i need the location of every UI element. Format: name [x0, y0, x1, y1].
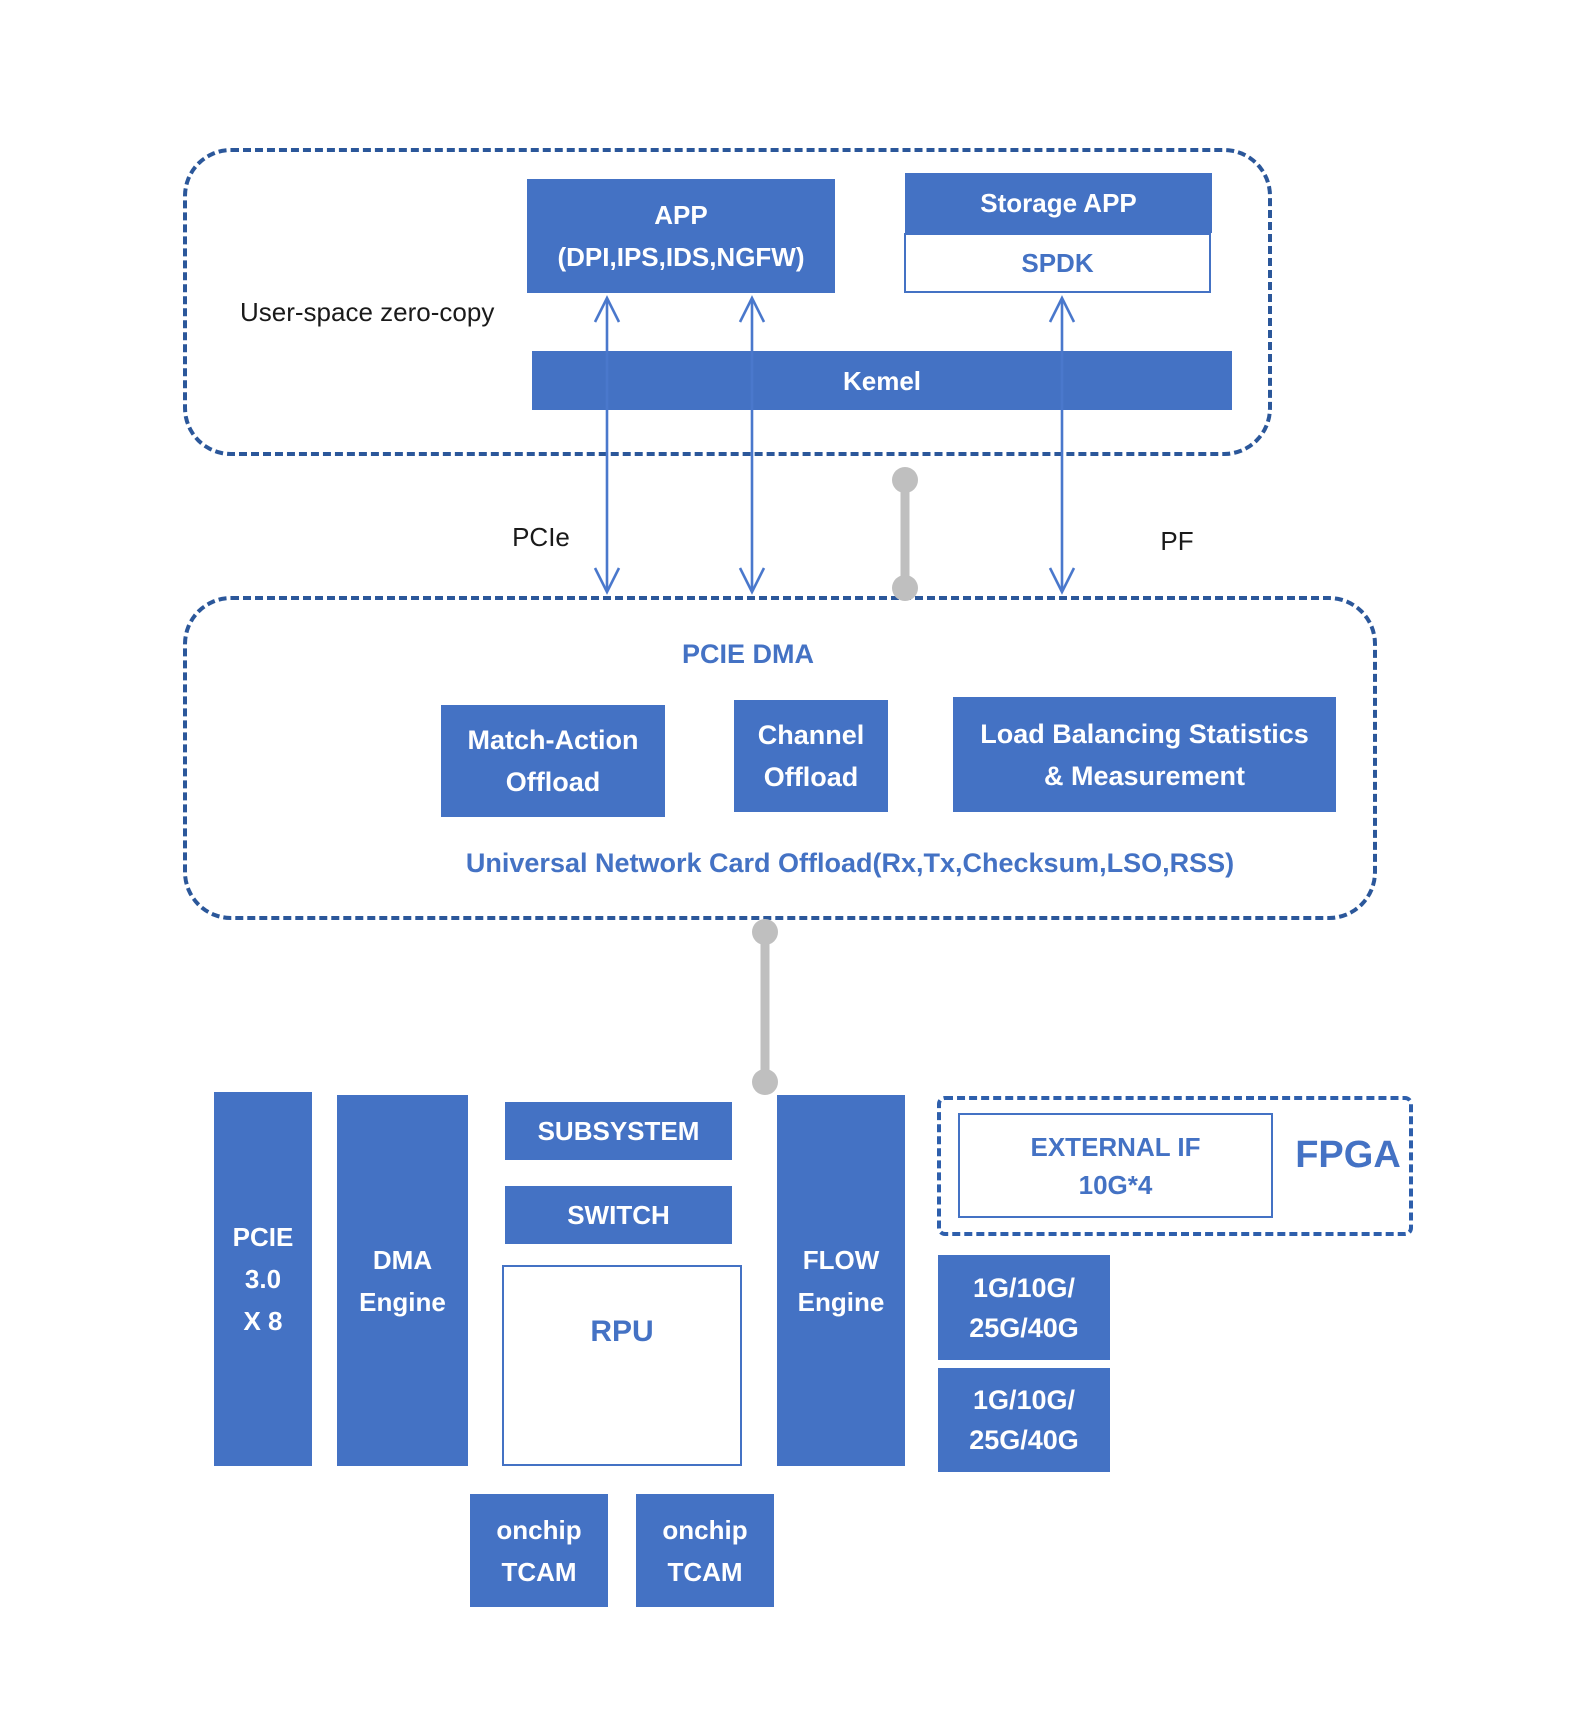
channel-offload-node: Channel Offload: [734, 700, 888, 812]
flow-engine-line1: FLOW: [802, 1244, 880, 1275]
app-node-line2: (DPI,IPS,IDS,NGFW): [557, 242, 805, 272]
universal-offload-caption: Universal Network Card Offload(Rx,Tx,Che…: [465, 848, 1235, 878]
spdk-label: SPDK: [1021, 248, 1094, 278]
pf-label: PF: [1160, 526, 1194, 556]
arrow-up-head-3: [1048, 295, 1076, 323]
dma-engine-line2: Engine: [359, 1286, 446, 1317]
pcie-3-0-x8-line2: 3.0: [244, 1264, 282, 1294]
arrow-down-head-3: [1048, 567, 1076, 595]
pcie-3-0-x8-node: PCIE 3.0 X 8: [214, 1092, 312, 1466]
channel-offload-line2: Offload: [763, 762, 859, 792]
load-balancing-node: Load Balancing Statistics & Measurement: [953, 697, 1336, 812]
flow-engine-node: FLOW Engine: [777, 1095, 905, 1466]
tcam2-line1: onchip: [662, 1514, 748, 1545]
fpga-container: [937, 1096, 1413, 1236]
gray-connector-1-bottom-dot: [892, 575, 918, 601]
port-node-2: 1G/10G/ 25G/40G: [938, 1368, 1110, 1472]
port2-line1: 1G/10G/: [972, 1385, 1076, 1415]
spdk-node: SPDK: [904, 233, 1211, 293]
arrow-up-head-2: [738, 295, 766, 323]
subsystem-label: SUBSYSTEM: [537, 1116, 700, 1146]
tcam1-line2: TCAM: [501, 1556, 577, 1587]
pcie-3-0-x8-line1: PCIE: [232, 1222, 294, 1252]
port1-line1: 1G/10G/: [972, 1272, 1076, 1303]
pcie-dma-container: [183, 596, 1377, 920]
kernel-label: Kemel: [842, 365, 922, 396]
switch-label: SWITCH: [567, 1200, 670, 1230]
rpu-node: RPU: [502, 1265, 742, 1466]
arrow-up-head-1: [593, 295, 621, 323]
tcam1-line1: onchip: [496, 1514, 582, 1545]
dma-engine-line1: DMA: [372, 1244, 433, 1275]
port2-line2: 25G/40G: [969, 1425, 1079, 1455]
user-space-label: User-space zero-copy: [240, 297, 495, 327]
pcie-bus-label: PCIe: [512, 522, 570, 552]
storage-app-node: Storage APP: [905, 173, 1212, 233]
pcie-3-0-x8-line3: X 8: [243, 1306, 283, 1336]
user-space-container: [183, 148, 1272, 456]
switch-node: SWITCH: [505, 1186, 732, 1244]
match-action-line2: Offload: [505, 767, 601, 797]
gray-connector-2-top-dot: [752, 919, 778, 945]
channel-offload-line1: Channel: [757, 720, 865, 750]
tcam2-line2: TCAM: [667, 1556, 743, 1587]
arrow-down-head-2: [738, 567, 766, 595]
fpga-label: FPGA: [1295, 1134, 1401, 1176]
external-if-line2: 10G*4: [1078, 1169, 1153, 1200]
subsystem-node: SUBSYSTEM: [505, 1102, 732, 1160]
pcie-dma-title: PCIE DMA: [681, 639, 814, 669]
gray-connectors: [752, 467, 918, 1095]
port-node-1: 1G/10G/ 25G/40G: [938, 1255, 1110, 1360]
gray-connector-1-top-dot: [892, 467, 918, 493]
arrow-down-head-1: [593, 567, 621, 595]
flow-engine-line2: Engine: [797, 1286, 885, 1317]
rpu-label: RPU: [590, 1315, 654, 1348]
onchip-tcam-node-1: onchip TCAM: [470, 1494, 608, 1607]
match-action-line1: Match-Action: [467, 725, 639, 755]
external-if-line1: EXTERNAL IF: [1030, 1131, 1201, 1162]
load-balancing-line1: Load Balancing Statistics: [980, 718, 1309, 749]
onchip-tcam-node-2: onchip TCAM: [636, 1494, 774, 1607]
match-action-offload-node: Match-Action Offload: [441, 705, 665, 817]
gray-connector-2-bottom-dot: [752, 1069, 778, 1095]
arrow-lines: [593, 295, 1076, 595]
kernel-bar: Kemel: [532, 351, 1232, 410]
app-node: APP (DPI,IPS,IDS,NGFW): [527, 179, 835, 293]
port1-line2: 25G/40G: [969, 1312, 1079, 1343]
storage-app-label: Storage APP: [980, 188, 1137, 218]
load-balancing-line2: & Measurement: [1043, 760, 1246, 791]
dma-engine-node: DMA Engine: [337, 1095, 468, 1466]
external-if-node: EXTERNAL IF 10G*4: [958, 1113, 1273, 1218]
app-node-line1: APP: [654, 200, 708, 230]
